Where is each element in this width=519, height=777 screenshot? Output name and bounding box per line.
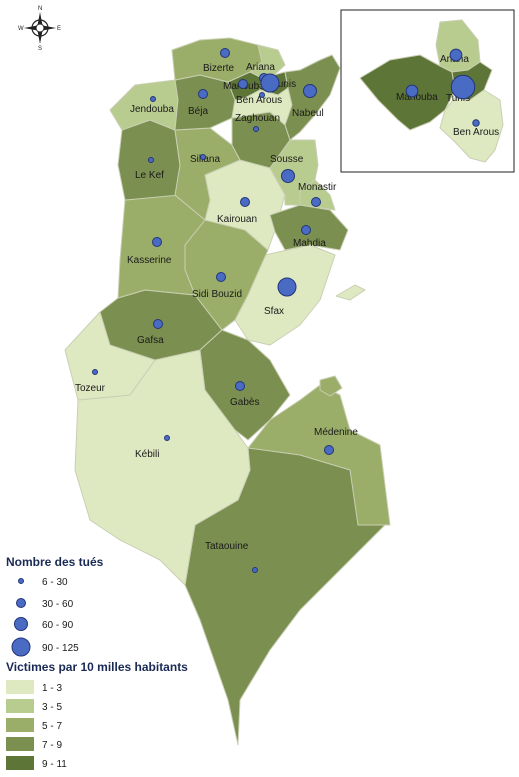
circle-kasserine (152, 237, 162, 247)
label-siliana: Siliana (190, 154, 220, 165)
inset-circle-manouba (405, 84, 419, 98)
region-medenine[interactable] (247, 384, 391, 526)
legend-color-label-3: 5 - 7 (42, 721, 62, 732)
circle-nabeul (303, 84, 317, 98)
compass-e: E (57, 26, 61, 32)
legend-size-symbol-1 (18, 578, 24, 584)
label-bizerte: Bizerte (203, 63, 235, 74)
circle-sousse (281, 169, 295, 183)
label-sidi-bouzid: Sidi Bouzid (192, 289, 242, 300)
compass-rose-icon: N S E W (18, 6, 61, 52)
label-le-kef: Le Kef (135, 170, 164, 181)
legend-color-label-2: 3 - 5 (42, 702, 62, 713)
circle-zaghouan (253, 126, 259, 132)
circle-sfax (277, 277, 297, 297)
compass-w: W (18, 26, 24, 32)
legend-swatch-3 (6, 718, 34, 732)
legend-size-symbol-3 (14, 617, 28, 631)
compass-s: S (38, 46, 42, 52)
circle-gabes (235, 381, 245, 391)
legend-size-label-2: 30 - 60 (42, 599, 74, 610)
inset-label-ben-arous: Ben Arous (453, 127, 499, 138)
circles-layer (92, 48, 334, 573)
inset-circle-tunis (450, 74, 476, 100)
label-ariana: Ariana (246, 62, 275, 73)
circle-beja (198, 89, 208, 99)
circle-ben-arous (259, 92, 265, 98)
inset-circle-ben-arous (472, 119, 480, 127)
label-monastir: Monastir (298, 182, 337, 193)
legend: Nombre des tués 6 - 30 30 - 60 60 - 90 9… (6, 555, 188, 770)
circle-kebili (164, 435, 170, 441)
label-tataouine: Tataouine (205, 541, 249, 552)
label-sfax: Sfax (264, 306, 284, 317)
label-beja: Béja (188, 106, 208, 117)
circle-tunis (260, 73, 280, 93)
circle-le-kef (148, 157, 154, 163)
label-kasserine: Kasserine (127, 255, 172, 266)
legend-color-label-1: 1 - 3 (42, 683, 62, 694)
circle-jendouba (150, 96, 156, 102)
legend-size-label-4: 90 - 125 (42, 643, 79, 654)
circle-kairouan (240, 197, 250, 207)
label-gabes: Gabès (230, 397, 259, 408)
label-sousse: Sousse (270, 154, 304, 165)
label-jendouba: Jendouba (130, 104, 174, 115)
inset-label-tunis: Tunis (446, 93, 470, 104)
label-gafsa: Gafsa (137, 335, 164, 346)
legend-size-symbol-4 (11, 637, 31, 657)
inset-label-manouba: Manouba (396, 92, 438, 103)
legend-size-label-3: 60 - 90 (42, 620, 74, 631)
compass-n: N (38, 6, 42, 12)
circle-manouba (238, 79, 248, 89)
circle-siliana (200, 154, 206, 160)
inset-grand-tunis: Ariana Manouba Tunis Ben Arous (340, 9, 515, 173)
circle-mahdia (301, 225, 311, 235)
legend-swatch-5 (6, 756, 34, 770)
label-kebili: Kébili (135, 449, 159, 460)
legend-size-title: Nombre des tués (6, 555, 104, 569)
inset-circle-ariana (449, 48, 463, 62)
legend-swatch-2 (6, 699, 34, 713)
legend-color-title: Victimes par 10 milles habitants (6, 660, 188, 674)
label-kairouan: Kairouan (217, 214, 257, 225)
label-nabeul: Nabeul (292, 108, 324, 119)
legend-size-label-1: 6 - 30 (42, 577, 68, 588)
legend-size-symbol-2 (16, 598, 26, 608)
circle-medenine (324, 445, 334, 455)
label-medenine: Médenine (314, 427, 358, 438)
legend-swatch-4 (6, 737, 34, 751)
legend-swatch-1 (6, 680, 34, 694)
circle-gafsa (153, 319, 163, 329)
island-kerkennah (335, 284, 366, 301)
label-tunis: Tunis (272, 79, 296, 90)
island-djerba (319, 375, 343, 397)
region-gabes[interactable] (199, 329, 291, 441)
circle-tataouine (252, 567, 258, 573)
label-zaghouan: Zaghouan (235, 113, 280, 124)
legend-color-label-4: 7 - 9 (42, 740, 62, 751)
legend-color-label-5: 9 - 11 (42, 759, 67, 770)
label-tozeur: Tozeur (75, 383, 106, 394)
inset-region-ben-arous[interactable] (439, 89, 504, 163)
region-siliana[interactable] (174, 127, 241, 221)
circle-bizerte (220, 48, 230, 58)
label-ben-arous: Ben Arous (236, 95, 282, 106)
circle-sidi-bouzid (216, 272, 226, 282)
circle-tozeur (92, 369, 98, 375)
circle-monastir (311, 197, 321, 207)
label-mahdia: Mahdia (293, 238, 326, 249)
